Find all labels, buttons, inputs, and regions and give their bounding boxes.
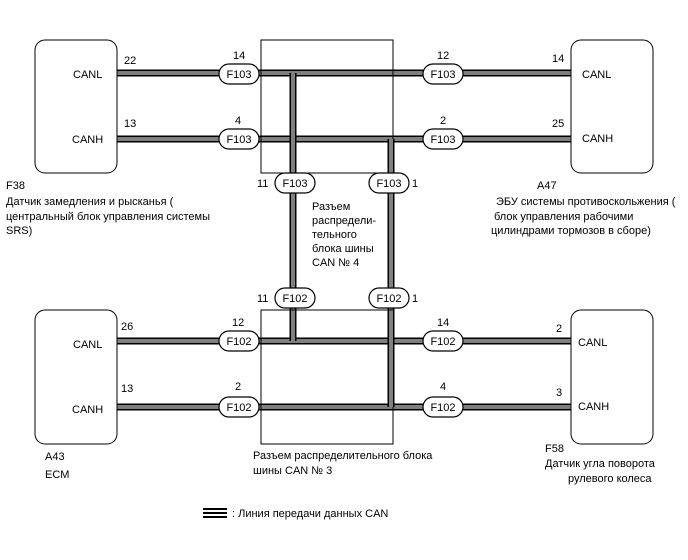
f38-name-line-3: SRS) [6,225,32,237]
f58-pin-canl: 2 [556,323,562,335]
a47-name-line-1: ЭБУ системы противоскольжения ( [496,196,676,208]
connector-f102-br-label: F102 [430,402,455,414]
j4-name-line-2: распредели- [312,215,376,227]
connector-f102-bl: F102 [218,396,260,418]
f38-canh-label: CANH [72,134,103,146]
j4-pin-bottom-left: 11 [257,178,268,190]
j4-name-line-3: тельного [312,229,357,241]
j3-pin-top-left: 11 [257,293,268,305]
f58-name-line-1: Датчик угла поворота [545,458,656,470]
connector-f103-bl-label: F103 [226,134,251,146]
f58-pin-canh: 3 [556,387,562,399]
j4-pin-tl: 14 [233,50,245,62]
j4-pin-bl: 4 [235,115,241,127]
a43-canl-label: CANL [73,339,102,351]
connector-f103-bl: F103 [218,128,260,150]
connector-f103-tr: F103 [422,63,464,85]
j4-name-line-1: Разъем [312,201,350,213]
connector-f102-tr-label: F102 [430,336,455,348]
a43-canh-label: CANH [72,404,103,416]
f58-id: F58 [545,443,564,455]
j3-name-line-1: Разъем распределительного блока [253,450,433,462]
a43-pin-canh: 13 [121,383,133,395]
connector-f103-tl: F103 [218,63,260,85]
ecu-f58-box [570,309,654,445]
j3-pin-bl: 2 [235,381,241,393]
legend-wire-symbol [203,508,227,518]
connector-f102-tr: F102 [422,330,464,352]
j4-pin-bottom-right: 1 [412,178,418,190]
connector-f103-tl-label: F103 [226,69,251,81]
junction-block-4 [260,39,394,174]
connector-f103-br: F103 [422,128,464,150]
a43-id: A43 [45,451,65,463]
j3-pin-top-right: 1 [412,293,418,305]
a47-name-line-2: блок управления рабочими [494,211,633,223]
a47-id: A47 [537,180,557,192]
connector-f103-bottom-left-label: F103 [282,178,307,190]
connector-f103-bottom-right: F103 [368,172,410,194]
j3-pin-tl: 12 [232,317,244,329]
a47-canh-label: CANH [582,133,613,145]
ecu-a43-box [34,309,118,445]
connector-f102-tl: F102 [218,330,260,352]
a43-name-line-1: ECM [45,469,69,481]
a47-pin-canh: 25 [552,118,564,130]
legend-text: : Линия передачи данных CAN [232,508,388,520]
f38-pin-canl: 22 [124,55,136,67]
f38-name-line-1: Датчик замедления и рысканья ( [6,196,174,208]
connector-f102-br: F102 [422,396,464,418]
ecu-a47-box [570,39,654,174]
j4-name-line-4: блока шины [312,243,374,255]
j4-pin-tr: 12 [437,50,449,62]
f38-canl-label: CANL [73,69,102,81]
a47-canl-label: CANL [582,69,611,81]
j4-pin-br: 2 [440,115,446,127]
j3-pin-br: 4 [440,381,446,393]
j4-name-line-5: CAN № 4 [312,257,359,269]
junction-block-3 [260,309,394,445]
connector-f103-tr-label: F103 [430,69,455,81]
a43-pin-canl: 26 [121,321,133,333]
f58-canh-label: CANH [578,401,609,413]
connector-f102-top-left-label: F102 [282,293,307,305]
f58-name-line-2: рулевого колеса [568,473,652,485]
a47-pin-canl: 14 [552,53,564,65]
j3-name-line-2: шины CAN № 3 [253,465,332,477]
f38-id: F38 [6,180,25,192]
connector-f103-br-label: F103 [430,134,455,146]
connector-f103-bottom-right-label: F103 [376,178,401,190]
j3-pin-tr: 14 [437,317,449,329]
connector-f102-bl-label: F102 [226,402,251,414]
legend: : Линия передачи данных CAN [203,508,388,520]
connector-f103-bottom-left: F103 [274,172,316,194]
connector-f102-top-right: F102 [368,287,410,309]
f58-canl-label: CANL [578,337,607,349]
ecu-f38-box [34,39,118,174]
f38-pin-canh: 13 [124,118,136,130]
a47-name-line-3: цилиндрами тормозов в сборе) [491,225,651,237]
connector-f102-top-left: F102 [274,287,316,309]
connector-f102-top-right-label: F102 [376,293,401,305]
f38-name-line-2: центральный блок управления системы [6,211,210,223]
connector-f102-tl-label: F102 [226,336,251,348]
